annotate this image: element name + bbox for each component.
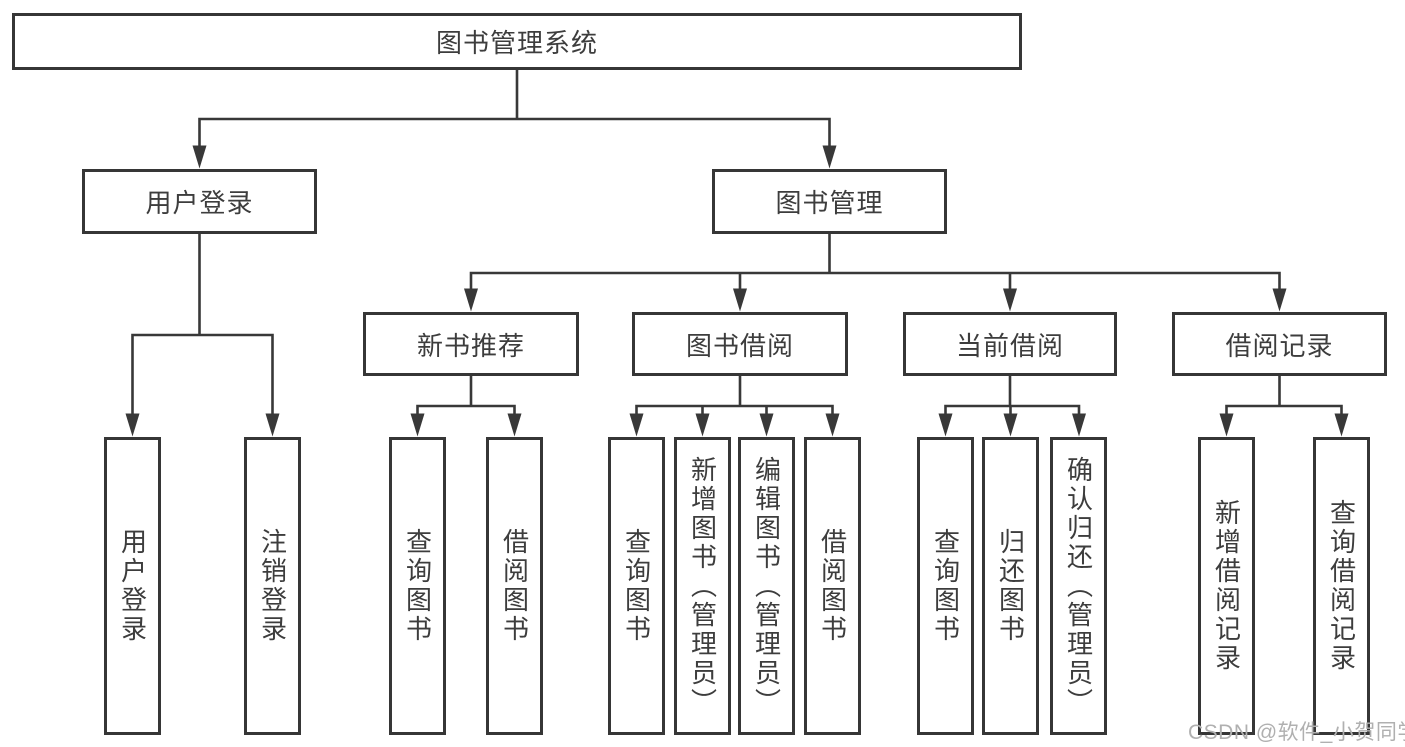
node-borrow-records: 借阅记录	[1172, 312, 1387, 376]
csdn-watermark: CSDN @软件_小贺同学	[1188, 721, 1405, 744]
leaf-logout: 注销登录	[244, 437, 301, 735]
leaf-borrow-add-books-admin-label: 新增图书（管理员）	[687, 455, 718, 717]
node-user-login-branch: 用户登录	[82, 169, 317, 234]
leaf-borrow-edit-books-admin: 编辑图书（管理员）	[738, 437, 795, 735]
arrowheads	[125, 145, 1349, 437]
node-new-book-recommend: 新书推荐	[363, 312, 579, 376]
node-current-borrow-label: 当前借阅	[955, 330, 1064, 361]
leaf-borrow-borrow-books-label: 借阅图书	[817, 528, 848, 644]
node-root-system-label: 图书管理系统	[435, 28, 598, 58]
leaf-logout-label: 注销登录	[257, 528, 288, 644]
leaf-user-login-label: 用户登录	[117, 528, 148, 644]
leaf-current-query-books-label: 查询图书	[930, 528, 961, 644]
node-book-management-label: 图书管理	[775, 188, 884, 218]
leaf-records-add-record: 新增借阅记录	[1198, 437, 1255, 735]
leaf-current-confirm-return-admin: 确认归还（管理员）	[1050, 437, 1107, 735]
leaf-current-return-books-label: 归还图书	[995, 528, 1026, 644]
node-borrow-records-label: 借阅记录	[1225, 330, 1334, 361]
node-user-login-branch-label: 用户登录	[145, 188, 254, 218]
node-book-borrow: 图书借阅	[632, 312, 848, 376]
leaf-current-return-books: 归还图书	[982, 437, 1039, 735]
leaf-borrow-add-books-admin: 新增图书（管理员）	[674, 437, 731, 735]
leaf-records-query-record-label: 查询借阅记录	[1326, 499, 1357, 673]
leaf-borrow-edit-books-admin-label: 编辑图书（管理员）	[751, 455, 782, 717]
leaf-borrow-query-books-label: 查询图书	[621, 528, 652, 644]
node-book-management: 图书管理	[712, 169, 947, 234]
node-book-borrow-label: 图书借阅	[685, 330, 794, 361]
node-current-borrow: 当前借阅	[903, 312, 1117, 376]
leaf-newbooks-borrow-books: 借阅图书	[486, 437, 543, 735]
leaf-current-query-books: 查询图书	[917, 437, 974, 735]
leaf-user-login: 用户登录	[104, 437, 161, 735]
leaf-newbooks-query-books-label: 查询图书	[402, 528, 433, 644]
leaf-borrow-borrow-books: 借阅图书	[804, 437, 861, 735]
leaf-records-query-record: 查询借阅记录	[1313, 437, 1370, 735]
leaf-newbooks-borrow-books-label: 借阅图书	[499, 528, 530, 644]
leaf-records-add-record-label: 新增借阅记录	[1211, 499, 1242, 673]
leaf-current-confirm-return-admin-label: 确认归还（管理员）	[1063, 455, 1094, 717]
leaf-newbooks-query-books: 查询图书	[389, 437, 446, 735]
node-new-book-recommend-label: 新书推荐	[416, 330, 525, 361]
leaf-borrow-query-books: 查询图书	[608, 437, 665, 735]
node-root-system: 图书管理系统	[12, 13, 1022, 70]
